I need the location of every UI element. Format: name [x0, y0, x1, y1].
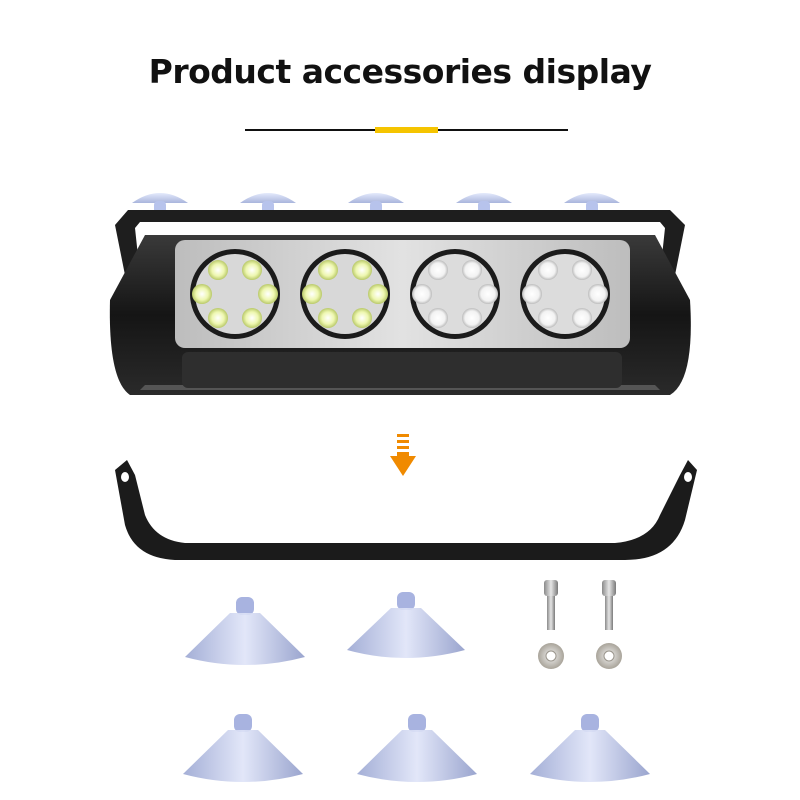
led-cluster-1	[190, 249, 280, 339]
title-divider	[245, 127, 568, 133]
divider-accent	[375, 127, 438, 133]
led-cluster-2	[300, 249, 390, 339]
suction-cup	[183, 714, 303, 782]
led-cluster-3	[410, 249, 500, 339]
down-arrow-icon	[390, 434, 416, 476]
suction-cup	[530, 714, 650, 782]
page-title: Product accessories display	[148, 52, 652, 91]
suction-cup	[185, 597, 305, 665]
screw-and-washer-set	[538, 580, 622, 669]
led-light-bar	[109, 193, 691, 395]
washer	[538, 643, 564, 669]
led-cluster-4	[520, 249, 610, 339]
screw	[602, 580, 616, 630]
mounting-bracket	[115, 460, 697, 560]
screw	[544, 580, 558, 630]
washer	[596, 643, 622, 669]
suction-cup	[347, 592, 465, 658]
suction-cup	[357, 714, 477, 782]
